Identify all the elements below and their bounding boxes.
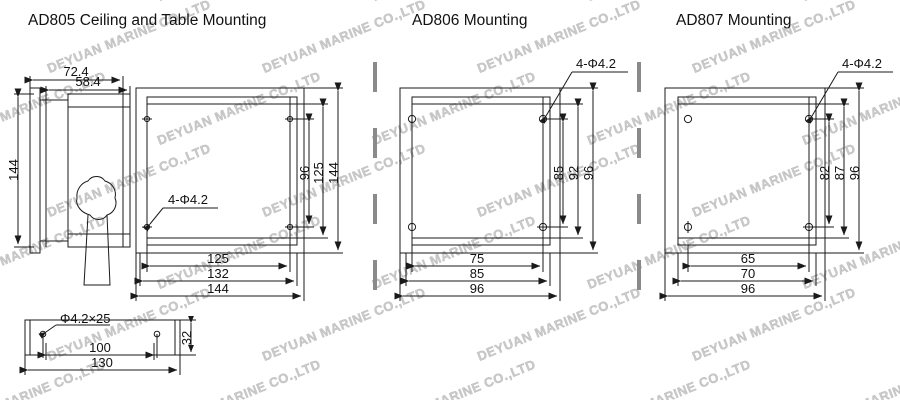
ad805-dim-132-h [134, 253, 298, 286]
ad805-bracket-dim-32 [180, 315, 196, 356]
ad807-dim-96-v [825, 82, 864, 254]
ad805-side-view [29, 87, 131, 254]
panel-title-ad805: AD805 Ceiling and Table Mounting [28, 12, 267, 29]
dim-label-ad805-h125: 125 [207, 251, 229, 266]
dim-label-ad805-h132: 132 [207, 266, 229, 281]
ad805-bracket-dim-130 [19, 355, 181, 375]
ad806-dim-96-v [560, 82, 598, 254]
dim-label-ad807-v87: 87 [832, 166, 847, 180]
ad805-front-view [135, 87, 305, 254]
dim-label-ad807-v82: 82 [817, 166, 832, 180]
dim-label-ad806-v92: 92 [566, 166, 581, 180]
ad805-dim-58.4 [40, 86, 131, 100]
dim-label-ad806-h85: 85 [470, 266, 484, 281]
callout-label-ad805: 4-Φ4.2 [168, 192, 208, 207]
ad806-front-view [399, 87, 561, 254]
ad805-mounting-holes [142, 114, 295, 232]
ad805-dim-125-v [297, 98, 328, 239]
ad807-dim-82-v [809, 113, 834, 228]
ad805-hole-callout-leader [143, 207, 218, 232]
ad807-mounting-holes [683, 113, 815, 233]
dim-label-ad807-h96: 96 [741, 281, 755, 296]
dim-label-ad805-v144: 144 [326, 162, 341, 184]
dim-label-bracket-100: 100 [89, 340, 111, 355]
callout-label-ad807: 4-Φ4.2 [842, 56, 882, 71]
ad806-dim-85-v [543, 113, 568, 228]
callout-label-bracket: Φ4.2×25 [60, 311, 111, 326]
ad805-dim-144-v [304, 82, 343, 254]
dim-label-ad807-h65: 65 [741, 251, 755, 266]
dim-label-ad805-v96: 96 [297, 166, 312, 180]
ad807-dim-65-h [682, 245, 810, 272]
ad806-dim-96-h [394, 253, 561, 301]
dim-label-ad805-height-side: 144 [6, 159, 21, 181]
ad807-dim-70-h [672, 253, 817, 286]
dim-label-ad805-depth-outer: 72.4 [63, 64, 88, 79]
ad806-dim-75-h [406, 245, 544, 272]
ad806-dim-85-h [400, 253, 551, 286]
ad805-knob [76, 176, 117, 286]
ad806-hole-callout-leader [539, 71, 628, 124]
dim-label-ad806-h96: 96 [470, 281, 484, 296]
ad805-dim-125-h [141, 245, 291, 272]
dim-label-ad805-h144: 144 [207, 281, 229, 296]
dim-label-bracket-32: 32 [179, 331, 194, 345]
callout-label-ad806: 4-Φ4.2 [576, 56, 616, 71]
ad805-dim-144-h [130, 253, 305, 301]
ad807-dim-96-h [659, 253, 826, 301]
dim-label-ad806-h75: 75 [470, 251, 484, 266]
panel-title-ad806: AD806 Mounting [412, 12, 528, 29]
ad805-dim-96-v [290, 113, 314, 228]
panel-title-ad807: AD807 Mounting [676, 12, 792, 29]
dim-label-ad805-v125: 125 [311, 162, 326, 184]
dim-label-ad807-h70: 70 [741, 266, 755, 281]
dim-label-ad806-v85: 85 [551, 166, 566, 180]
ad807-hole-callout-leader [805, 71, 893, 124]
ad806-dim-92-v [550, 98, 583, 239]
dim-label-ad806-v96: 96 [581, 166, 596, 180]
ad807-dim-87-v [816, 98, 849, 239]
dim-label-ad805-depth-inner: 58.4 [75, 74, 100, 89]
ad805-dim-144-side [14, 88, 34, 248]
dim-label-ad807-v96: 96 [847, 166, 862, 180]
ad807-front-view [664, 87, 826, 254]
ad805-bracket-dim-100 [37, 343, 155, 360]
dim-label-bracket-130: 130 [91, 355, 113, 370]
ad806-mounting-holes [407, 113, 549, 233]
